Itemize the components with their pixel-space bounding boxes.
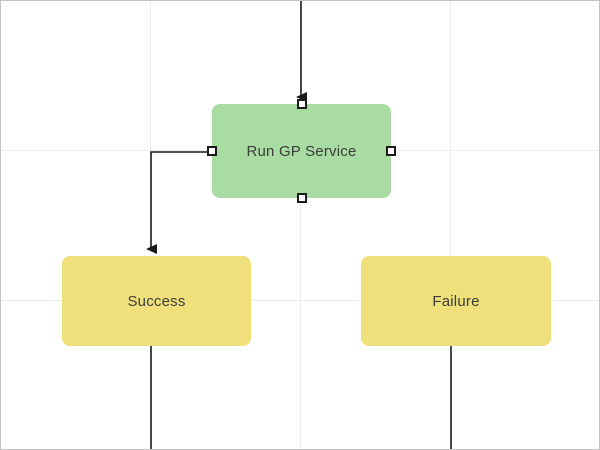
edge-run-gp-service-to-success[interactable]	[146, 151, 214, 254]
node-run-gp-service[interactable]: Run GP Service	[207, 99, 396, 203]
node-label: Failure	[432, 292, 480, 310]
node-failure[interactable]: Failure	[361, 256, 551, 346]
port-top-run-gp-service[interactable]	[296, 99, 307, 109]
port-left-run-gp-service[interactable]	[207, 146, 217, 156]
node-success[interactable]: Success	[62, 256, 251, 346]
node-label: Run GP Service	[246, 142, 357, 160]
port-right-run-gp-service[interactable]	[386, 146, 396, 156]
port-bottom-run-gp-service[interactable]	[296, 193, 307, 203]
node-label: Success	[127, 292, 186, 310]
